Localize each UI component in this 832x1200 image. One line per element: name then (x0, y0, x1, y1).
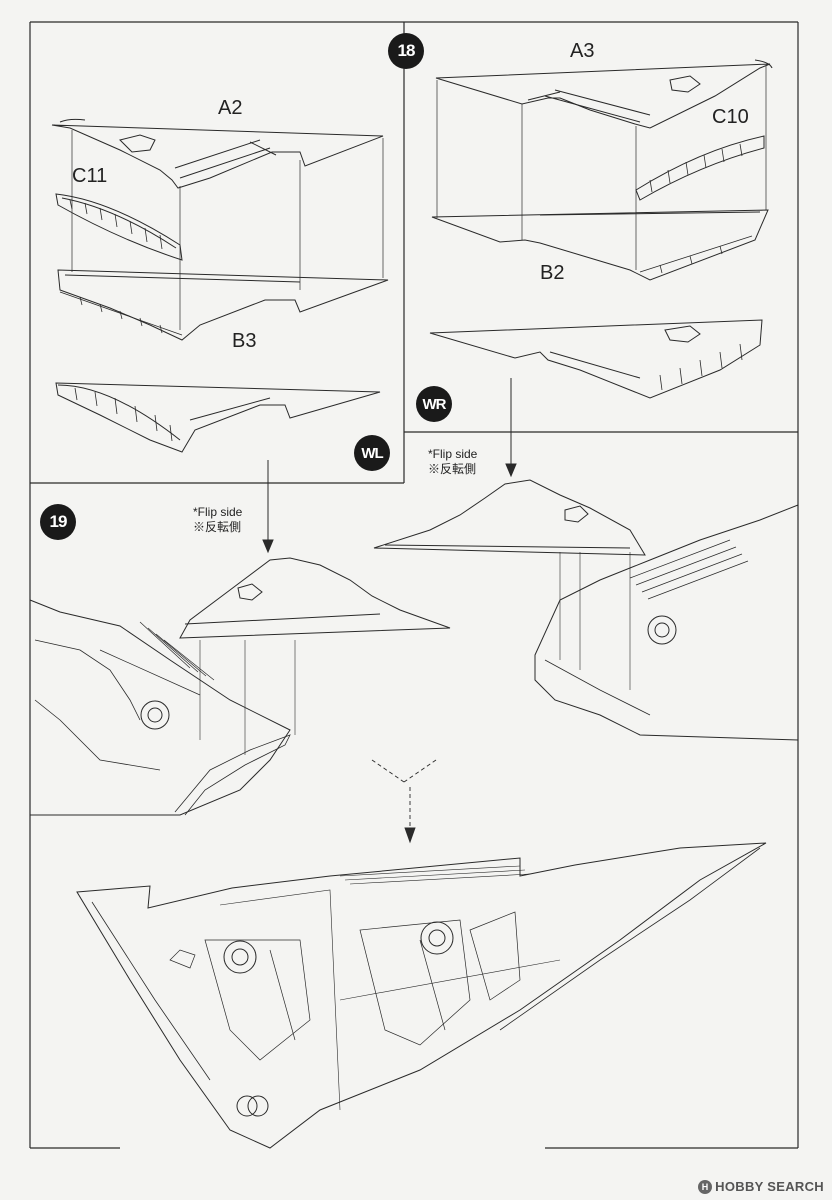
flip-arrows (262, 378, 517, 554)
flip-note-right-en: *Flip side (428, 447, 478, 461)
wr-badge: WR (416, 386, 452, 422)
leader-lines-step18-left (71, 130, 384, 330)
step-18-badge: 18 (388, 33, 424, 69)
flip-note-left: *Flip side ※反転側 (193, 505, 242, 535)
flip-note-left-en: *Flip side (193, 505, 243, 519)
step19-left-drawing (29, 557, 451, 816)
flip-note-right: *Flip side ※反転側 (428, 447, 477, 477)
leader-lines-step18-right (436, 66, 767, 270)
panel-borders (29, 21, 799, 1149)
part-a2-drawing (51, 118, 384, 189)
convergence-arrow (371, 759, 437, 844)
hobby-search-logo-icon: H (698, 1180, 713, 1194)
assembled-wl-drawing (55, 382, 381, 453)
part-b2-drawing (431, 209, 769, 281)
part-a3-drawing (435, 59, 773, 129)
step19-right-drawing (373, 479, 799, 741)
step-19-badge: 19 (40, 504, 76, 540)
assembled-wr-drawing (429, 319, 763, 399)
wl-badge: WL (354, 435, 390, 471)
label-b2: B2 (540, 262, 565, 284)
label-a2: A2 (218, 97, 243, 119)
flip-note-left-jp: ※反転側 (193, 520, 242, 534)
part-c10-drawing (635, 135, 765, 201)
part-b3-drawing (57, 269, 389, 341)
watermark-text: HOBBY SEARCH (715, 1179, 824, 1194)
label-c10: C10 (712, 106, 749, 128)
label-a3: A3 (570, 40, 595, 62)
flip-note-right-jp: ※反転側 (428, 462, 477, 476)
final-assembly-drawing (76, 842, 767, 1149)
part-c11-drawing (55, 193, 183, 261)
label-b3: B3 (232, 330, 257, 352)
label-c11: C11 (72, 165, 108, 187)
